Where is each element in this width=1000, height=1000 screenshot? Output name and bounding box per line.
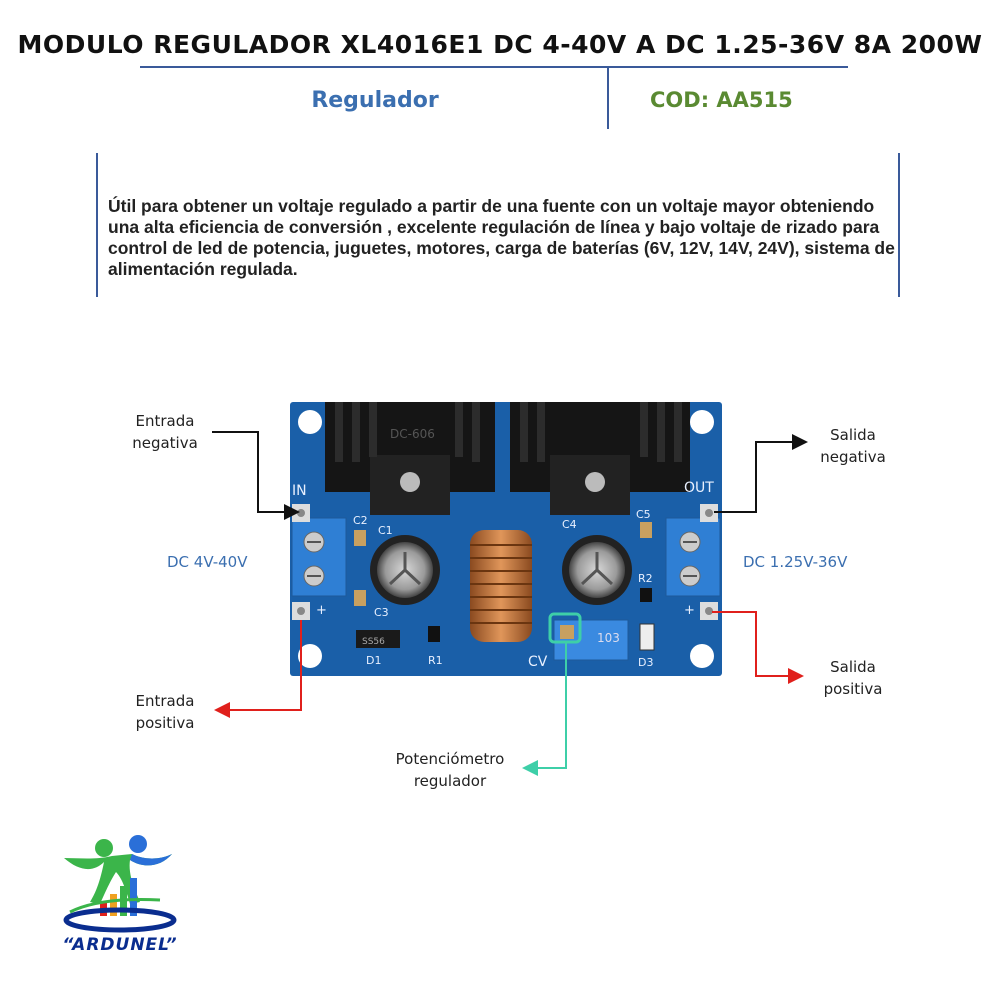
- capacitor-c1: [370, 535, 440, 605]
- smd-d3: [639, 623, 655, 651]
- pad-out-positive: [700, 602, 718, 620]
- header-divider: [607, 67, 609, 129]
- silk-d3: D3: [638, 656, 653, 669]
- logo-wordmark: “ARDUNEL”: [62, 935, 178, 955]
- silk-c3: C3: [374, 606, 389, 619]
- output-terminal-block: [665, 517, 721, 597]
- category-label: Regulador: [311, 88, 439, 113]
- ardunel-logo-icon: [63, 835, 177, 933]
- smd-c5: [640, 522, 652, 538]
- silk-cv: CV: [528, 654, 548, 670]
- capacitor-c4: [562, 535, 632, 605]
- description-left-border: [96, 153, 98, 297]
- silk-in-plus: +: [316, 603, 327, 618]
- arrow-potentiometer: [522, 642, 567, 776]
- output-positive-label: Salida positiva: [823, 658, 883, 698]
- silk-d1: D1: [366, 654, 381, 667]
- silk-out: OUT: [684, 480, 714, 496]
- page-title: MODULO REGULADOR XL4016E1 DC 4-40V A DC …: [17, 30, 983, 59]
- svg-text:103: 103: [597, 631, 620, 645]
- smd-r1: [428, 626, 440, 642]
- pad-out-negative: [700, 504, 718, 522]
- silk-in: IN: [292, 483, 307, 499]
- silk-c5: C5: [636, 508, 651, 521]
- smd-r2: [640, 588, 652, 602]
- silk-c1: C1: [378, 524, 393, 537]
- diode-d1: [356, 630, 400, 648]
- heatsink-right: [510, 402, 690, 515]
- silk-c2: C2: [353, 514, 368, 527]
- input-negative-label: Entrada negativa: [132, 412, 198, 452]
- heatsink-label: DC-606: [390, 427, 435, 441]
- input-positive-label: Entrada positiva: [135, 692, 195, 732]
- potentiometer-label: Potenciómetro regulador: [395, 750, 505, 790]
- arrow-input-positive: [214, 620, 302, 718]
- output-negative-label: Salida negativa: [820, 426, 886, 466]
- pad-in-positive: [292, 602, 310, 620]
- arrow-output-negative: [714, 434, 808, 513]
- heatsink-left: [325, 402, 495, 515]
- title-underline: [140, 66, 848, 68]
- silk-out-plus: +: [684, 603, 695, 618]
- inductor-coil: [470, 530, 532, 642]
- silk-c4: C4: [562, 518, 577, 531]
- product-description: Útil para obtener un voltaje regulado a …: [108, 196, 895, 279]
- description-right-border: [898, 153, 900, 297]
- product-code: COD: AA515: [650, 88, 793, 112]
- smd-c3: [354, 590, 366, 606]
- smd-c2: [354, 530, 366, 546]
- input-terminal-block: [291, 517, 347, 597]
- silk-r2: R2: [638, 572, 653, 585]
- output-voltage-label: DC 1.25V-36V: [743, 553, 848, 571]
- input-voltage-label: DC 4V-40V: [167, 553, 248, 571]
- silk-r1: R1: [428, 654, 443, 667]
- arrow-input-negative: [212, 431, 300, 520]
- diode-d1-body: SS56: [362, 637, 385, 647]
- arrow-output-positive: [712, 611, 804, 684]
